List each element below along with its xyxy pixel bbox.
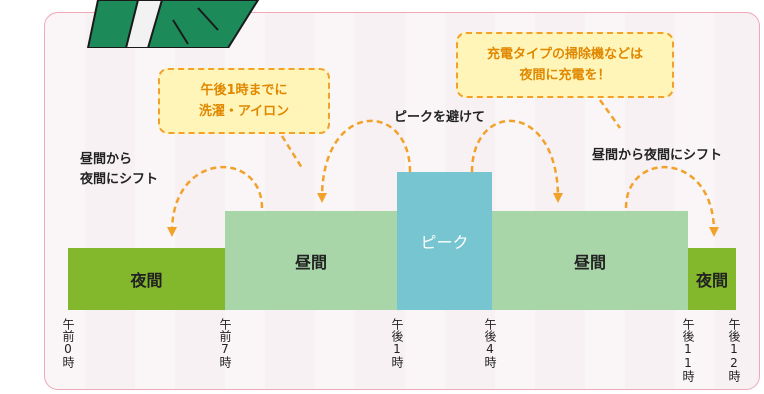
time-label-7am: 午前7時 [218, 318, 232, 368]
block-peak: ピーク [397, 172, 492, 310]
time-label-11pm: 午後11時 [681, 318, 695, 382]
block-night-early: 夜間 [68, 248, 225, 310]
bubble-vacuum-line1: 充電タイプの掃除機などは [486, 47, 643, 62]
block-day-morning: 昼間 [225, 211, 397, 310]
block-day-afternoon: 昼間 [492, 211, 688, 310]
bubble-vacuum-line2: 夜間に充電を！ [519, 68, 611, 83]
time-label-0am: 午前0時 [61, 318, 75, 368]
bubble-vacuum: 充電タイプの掃除機などは 夜間に充電を！ [456, 32, 674, 98]
annotation-right-shift: 昼間から夜間にシフト [592, 148, 723, 163]
character-illustration [86, 0, 260, 48]
arrow-after-peak [470, 119, 563, 203]
annotation-left-shift-line2: 夜間にシフト [80, 172, 159, 187]
time-label-12pm: 午後12時 [727, 318, 741, 382]
bubble-laundry-line2: 洗濯・アイロン [198, 104, 290, 119]
bubble-tail-laundry [280, 135, 304, 169]
bubble-laundry: 午後1時までに 洗濯・アイロン [158, 68, 330, 134]
bubble-laundry-line1: 午後1時までに [200, 83, 288, 98]
block-night-late: 夜間 [688, 248, 736, 310]
time-label-1pm: 午後1時 [390, 318, 404, 368]
annotation-left-shift-line1: 昼間から [80, 152, 133, 167]
bubble-tail-vacuum [598, 99, 622, 129]
annotation-left-shift: 昼間から 夜間にシフト [80, 150, 158, 190]
time-label-4pm: 午後4時 [483, 318, 497, 368]
annotation-avoid-peak: ピークを避けて [394, 110, 486, 125]
arrow-before-peak [317, 119, 412, 203]
